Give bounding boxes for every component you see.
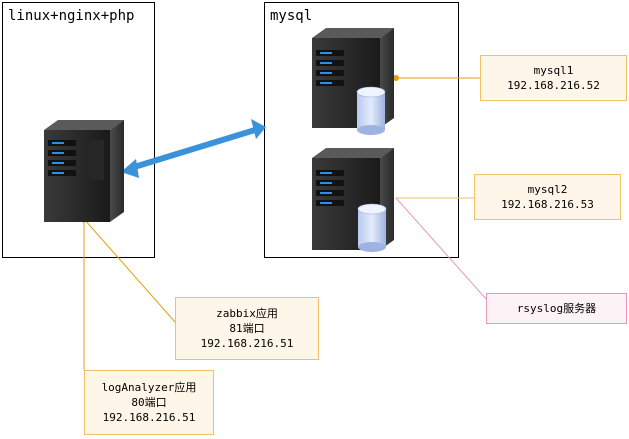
- bidirectional-arrow: [121, 119, 266, 178]
- rsyslog-name: rsyslog服务器: [516, 302, 597, 315]
- note-loganalyzer: logAnalyzer应用 80端口 192.168.216.51: [84, 370, 214, 435]
- loganalyzer-name: logAnalyzer应用: [101, 381, 197, 394]
- note-mysql2: mysql2 192.168.216.53: [474, 174, 621, 220]
- connector-zabbix: [83, 218, 176, 323]
- loganalyzer-ip: 192.168.216.51: [102, 411, 196, 424]
- mysql-group-title: mysql: [270, 8, 313, 24]
- db-cylinder-1-icon: [356, 86, 386, 135]
- loganalyzer-port: 80端口: [131, 396, 167, 409]
- web-server-icon: [44, 120, 124, 222]
- note-rsyslog: rsyslog服务器: [486, 293, 627, 324]
- connector-rsyslog: [395, 197, 488, 301]
- mysql2-name: mysql2: [527, 183, 568, 196]
- mysql1-name: mysql1: [533, 64, 574, 77]
- zabbix-port: 81端口: [229, 322, 265, 335]
- web-group-title: linux+nginx+php: [8, 8, 135, 24]
- mysql2-ip: 192.168.216.53: [501, 198, 594, 211]
- mysql1-ip: 192.168.216.52: [507, 79, 600, 92]
- db-server-1-icon: [312, 28, 394, 128]
- note-zabbix: zabbix应用 81端口 192.168.216.51: [175, 297, 319, 360]
- db-cylinder-2-icon: [357, 203, 387, 252]
- note-mysql1: mysql1 192.168.216.52: [480, 55, 627, 101]
- zabbix-ip: 192.168.216.51: [200, 337, 294, 350]
- zabbix-name: zabbix应用: [216, 307, 278, 320]
- connector-dot-mysql1: [393, 75, 399, 81]
